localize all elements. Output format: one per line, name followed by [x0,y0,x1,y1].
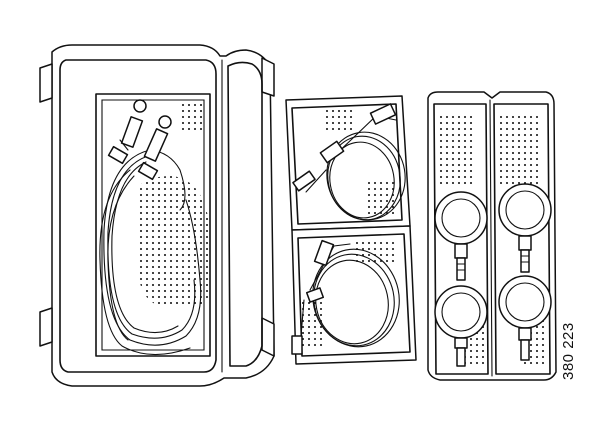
cable-connector [292,103,397,192]
middle-tray-top [285,95,411,231]
left-case [39,44,275,387]
coiled-cable [299,243,400,349]
figure-reference-number: 380 223 [560,322,577,380]
pressure-gauge [434,285,488,367]
coiled-cable [99,149,202,356]
perforation-pattern [500,114,538,184]
perforation-pattern [322,108,356,132]
pressure-gauge [498,183,552,273]
pressure-gauge [434,191,488,281]
coiled-cable [305,115,406,221]
cable-connector [291,239,335,355]
perforation-pattern [356,238,396,266]
perforation-pattern [138,176,210,308]
right-case [427,91,557,381]
perforation-pattern [438,114,472,184]
perforation-pattern [180,104,202,134]
middle-tray-bottom [291,225,417,365]
cable-connector [107,99,172,181]
pressure-gauge [498,275,552,361]
